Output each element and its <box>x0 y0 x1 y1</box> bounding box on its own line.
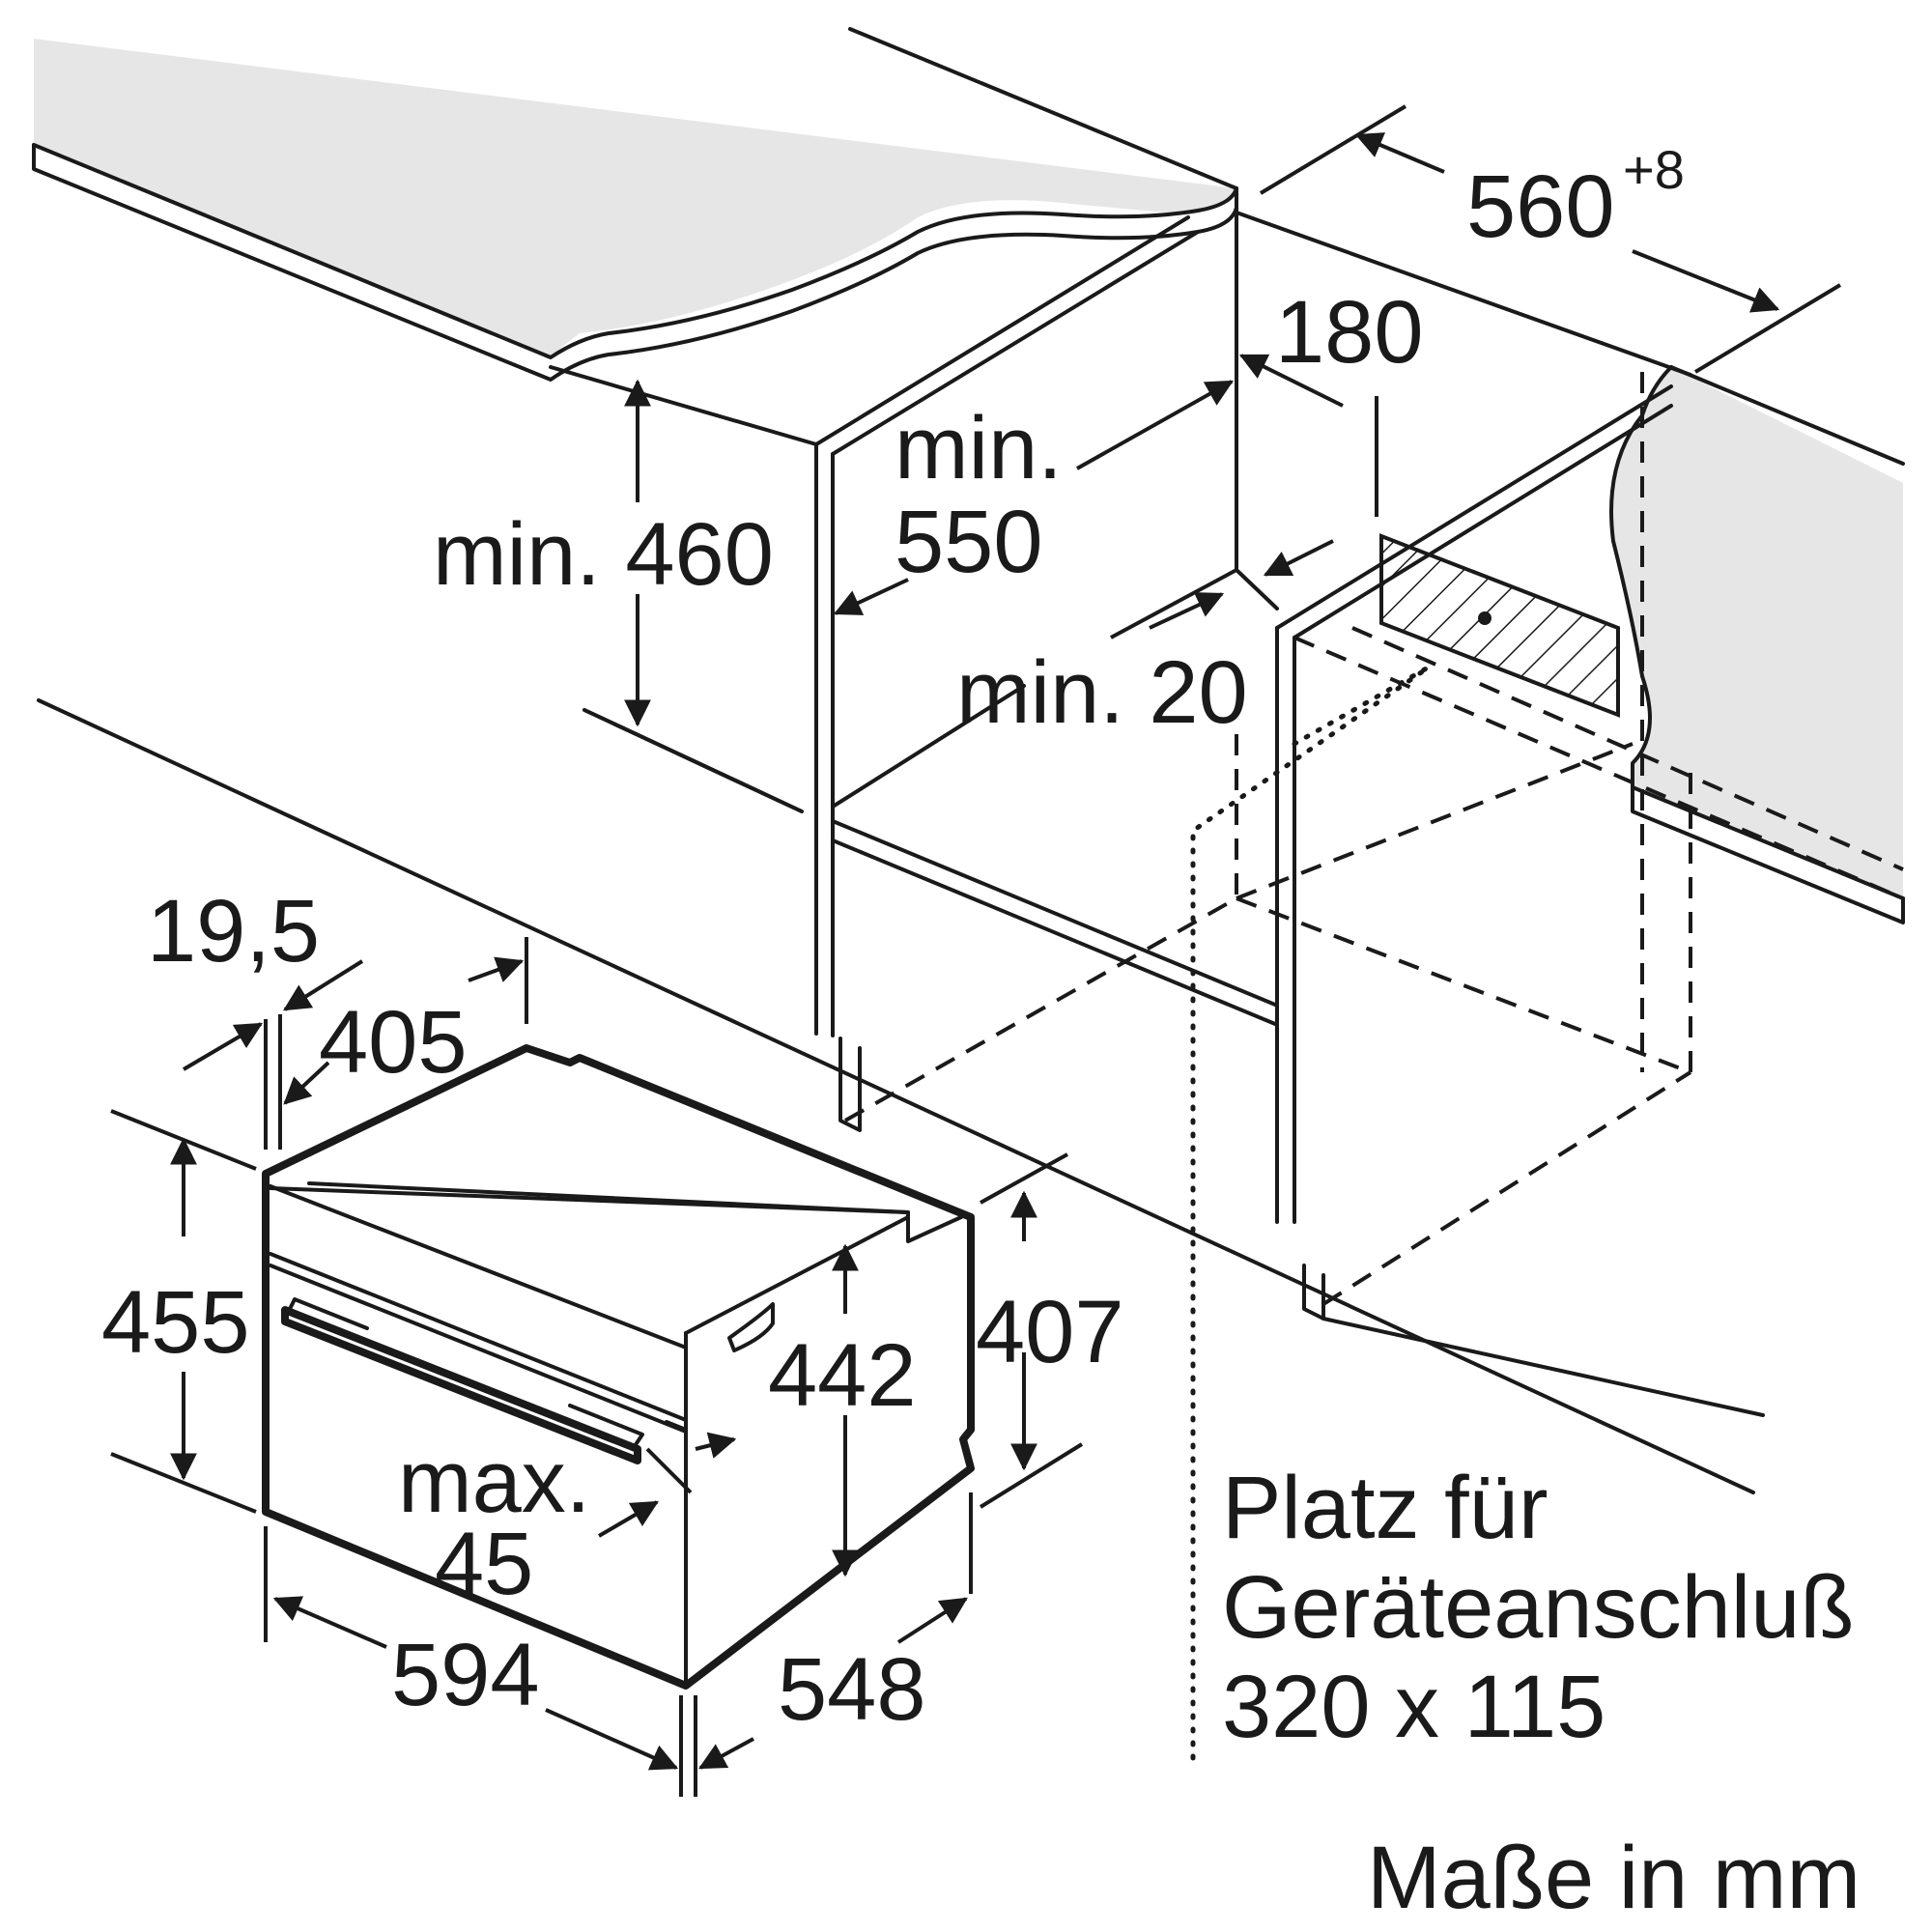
label-min-clearance: min. 20 <box>956 643 1248 742</box>
label-max-recess-2: 45 <box>435 1515 533 1613</box>
cabinet <box>37 196 1765 1494</box>
countertop-right <box>1235 211 1905 924</box>
connection-point-icon <box>1478 611 1492 625</box>
label-niche-width-tolerance: +8 <box>1623 139 1685 200</box>
label-top-depth: 405 <box>319 993 468 1092</box>
label-rear-gap: 180 <box>1275 283 1424 382</box>
connection-boundary <box>1190 664 1433 1761</box>
label-front-offset: 19,5 <box>147 882 320 980</box>
note-line-2: Geräteanschluß <box>1222 1558 1855 1657</box>
label-niche-width: 560 <box>1466 157 1615 256</box>
label-max-recess-1: max. <box>398 1433 590 1531</box>
note-line-3: 320 x 115 <box>1222 1658 1605 1756</box>
label-body-height: 407 <box>976 1283 1124 1381</box>
label-min-depth-2: 550 <box>895 493 1043 591</box>
connection-area <box>1379 533 1620 718</box>
oven <box>262 1044 975 1690</box>
door-handle <box>281 1306 641 1464</box>
side-handle <box>727 1302 775 1352</box>
dimension-lines <box>110 104 1842 1797</box>
label-depth: 548 <box>778 1640 926 1739</box>
note-line-1: Platz für <box>1222 1459 1548 1557</box>
label-min-depth-1: min. <box>895 399 1063 497</box>
label-width: 594 <box>391 1626 540 1724</box>
countertop-left <box>32 27 1238 382</box>
label-front-height: 455 <box>101 1273 250 1372</box>
niche-outline <box>844 372 1904 1306</box>
label-min-height: min. 460 <box>433 505 774 604</box>
label-inner-height: 442 <box>768 1326 917 1425</box>
units-label: Maße in mm <box>1367 1829 1861 1927</box>
labels: 560 +8 180 min. 460 min. 550 min. 20 19,… <box>101 139 1861 1927</box>
